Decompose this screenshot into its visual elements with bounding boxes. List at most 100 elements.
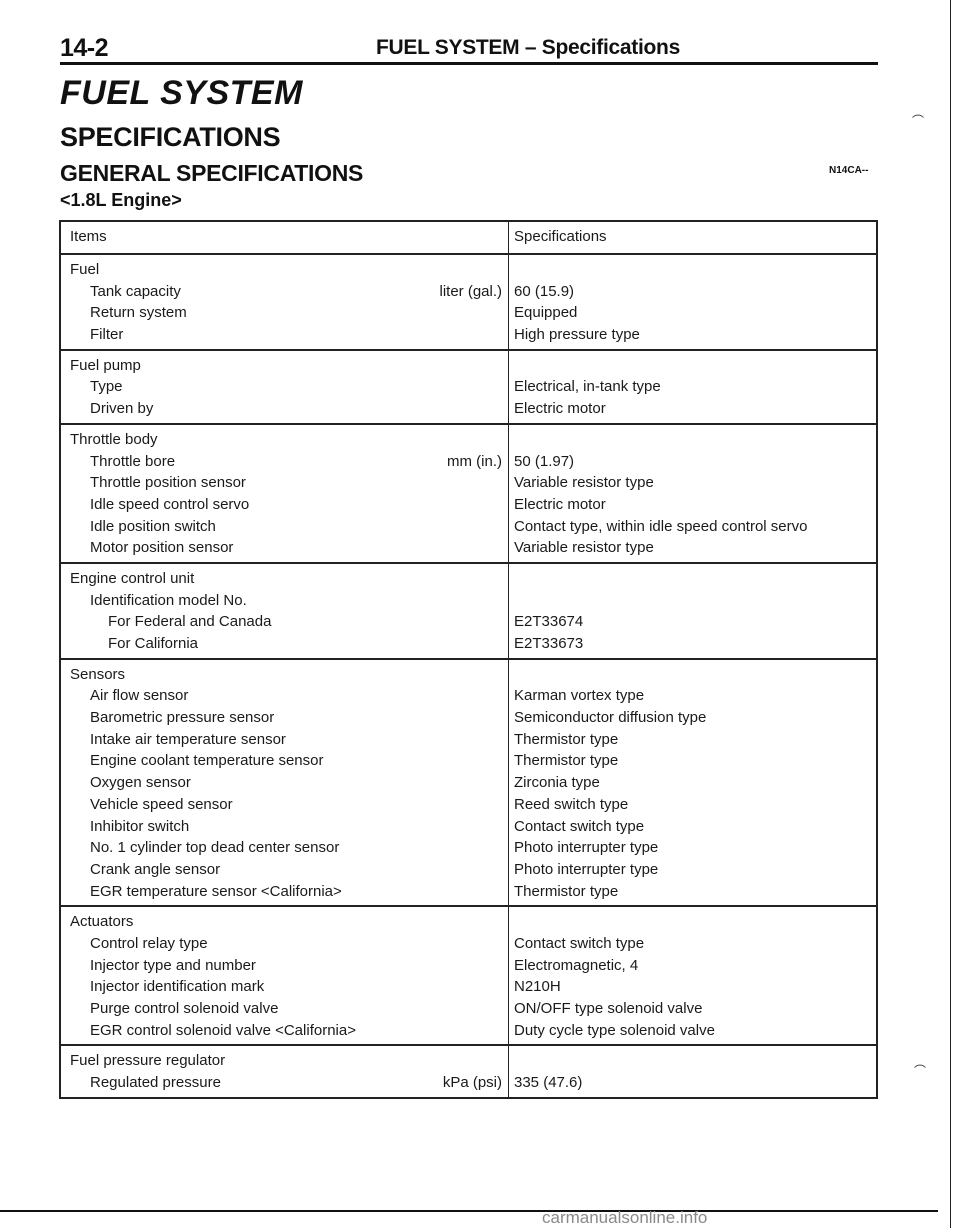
item-label: Barometric pressure sensor	[90, 709, 275, 727]
spec-value: Karman vortex type	[514, 687, 645, 705]
spec-value: Photo interrupter type	[514, 839, 659, 857]
spec-value: Thermistor type	[514, 752, 619, 770]
item-label: Return system	[90, 304, 187, 322]
subgroup-name: Identification model No.	[90, 591, 247, 609]
item-label: Driven by	[90, 400, 154, 418]
spec-value: Contact switch type	[514, 817, 645, 835]
spec-value: Zirconia type	[514, 774, 600, 792]
item-label: Oxygen sensor	[90, 774, 191, 792]
item-label: Idle position switch	[90, 517, 216, 535]
item-label: Injector type and number	[90, 956, 256, 974]
spec-value: Electric motor	[514, 495, 606, 513]
group-name: Fuel pressure regulator	[70, 1052, 226, 1070]
spec-value: N210H	[514, 978, 561, 996]
table-header-row: Items Specifications	[59, 220, 878, 255]
item-line: Injector type and number	[70, 955, 502, 977]
item-label: Intake air temperature sensor	[90, 730, 286, 748]
spec-value: Electrical, in-tank type	[514, 378, 661, 396]
item-label: For Federal and Canada	[108, 613, 272, 631]
footer-rule	[0, 1210, 938, 1212]
item-line: Crank angle sensor	[70, 859, 502, 881]
item-line: Idle speed control servo	[70, 494, 502, 516]
spec-value: E2T33673	[514, 635, 584, 652]
item-label: Tank capacity	[90, 282, 181, 300]
group-name: Actuators	[70, 913, 134, 931]
spec-value: 335 (47.6)	[514, 1074, 583, 1092]
item-line: For California	[70, 633, 502, 655]
item-line: Purge control solenoid valve	[70, 998, 502, 1020]
item-line: Engine coolant temperature sensor	[70, 750, 502, 772]
spec-value: Electromagnetic, 4	[514, 956, 639, 974]
spacer-line	[514, 911, 870, 933]
item-line: Driven by	[70, 398, 502, 420]
margin-mark: ⌒	[912, 114, 925, 128]
spec-value: Equipped	[514, 304, 578, 322]
margin-mark: ⌒	[914, 1064, 927, 1078]
spec-value: Contact switch type	[514, 934, 645, 952]
item-line: Type	[70, 376, 502, 398]
item-line: Injector identification mark	[70, 976, 502, 998]
document-title: FUEL SYSTEM	[60, 74, 303, 112]
column-header-items: Items	[59, 220, 509, 255]
engine-label: <1.8L Engine>	[60, 190, 182, 210]
item-unit: liter (gal.)	[439, 282, 502, 300]
item-label: Inhibitor switch	[90, 817, 190, 835]
item-line: EGR control solenoid valve <California>	[70, 1020, 502, 1042]
group-name: Throttle body	[70, 430, 158, 448]
spacer-line	[514, 1050, 870, 1072]
item-line: Oxygen sensor	[70, 772, 502, 794]
spacer-line	[514, 568, 870, 590]
spacer-line	[514, 664, 870, 686]
spacer-line	[514, 355, 870, 377]
subsection-title: GENERAL SPECIFICATIONS	[60, 160, 364, 186]
spec-value: Electric motor	[514, 400, 606, 418]
item-line: Return system	[70, 302, 502, 324]
spacer-line	[514, 590, 870, 612]
item-line: Intake air temperature sensor	[70, 729, 502, 751]
item-line: Barometric pressure sensor	[70, 707, 502, 729]
item-line: Throttle position sensor	[70, 472, 502, 494]
item-label: Vehicle speed sensor	[90, 795, 233, 813]
spec-value: Variable resistor type	[514, 474, 654, 492]
item-line: Inhibitor switch	[70, 816, 502, 838]
page-edge-line	[950, 0, 951, 1228]
item-label: Purge control solenoid valve	[90, 1000, 279, 1017]
item-line: Air flow sensor	[70, 685, 502, 707]
item-label: EGR temperature sensor <California>	[90, 882, 342, 900]
column-header-specifications: Specifications	[508, 220, 878, 255]
item-label: Type	[90, 378, 123, 396]
specifications-cell: 335 (47.6)	[508, 1045, 878, 1099]
item-label: For California	[108, 635, 199, 652]
group-name: Fuel pump	[70, 356, 141, 374]
spec-value: ON/OFF type solenoid valve	[514, 1000, 703, 1017]
item-label: Engine coolant temperature sensor	[90, 752, 324, 770]
item-label: Filter	[90, 326, 124, 344]
item-line: Tank capacity liter (gal.)	[70, 281, 502, 303]
item-label: Regulated pressure	[90, 1074, 221, 1092]
spacer-line	[514, 429, 870, 451]
item-label: Motor position sensor	[90, 539, 234, 557]
item-line: No. 1 cylinder top dead center sensor	[70, 837, 502, 859]
header-title: FUEL SYSTEM – Specifications	[376, 36, 680, 59]
item-line: Idle position switch	[70, 516, 502, 538]
section-title: SPECIFICATIONS	[60, 122, 281, 152]
spec-value: Contact type, within idle speed control …	[514, 517, 808, 535]
spec-value: Reed switch type	[514, 795, 629, 813]
spec-value: Duty cycle type solenoid valve	[514, 1021, 715, 1039]
